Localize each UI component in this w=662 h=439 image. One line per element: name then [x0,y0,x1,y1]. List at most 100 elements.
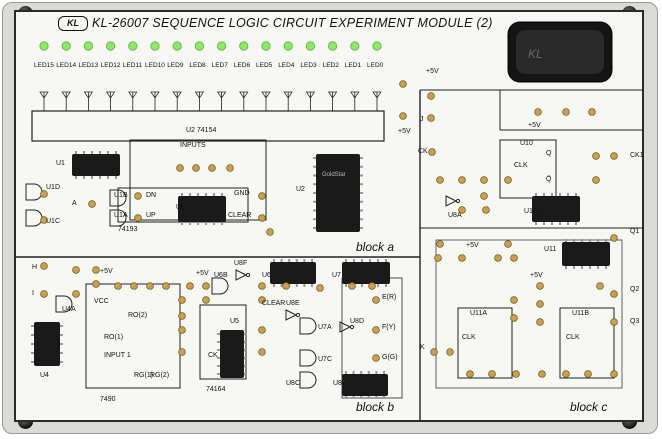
test-pin[interactable] [258,296,266,304]
test-pin[interactable] [258,282,266,290]
test-pin[interactable] [202,296,210,304]
test-pin[interactable] [282,282,290,290]
test-pin[interactable] [588,108,596,116]
k-label: K [420,344,425,351]
test-pin[interactable] [162,282,170,290]
test-pin[interactable] [436,176,444,184]
led-led4 [283,41,293,51]
clk-label-u11b: CLK [566,334,580,341]
ic-u8 [342,374,388,396]
test-pin[interactable] [610,370,618,378]
test-pin[interactable] [202,282,210,290]
test-pin[interactable] [510,254,518,262]
test-pin[interactable] [226,164,234,172]
test-pin[interactable] [266,228,274,236]
test-pin[interactable] [466,370,474,378]
test-pin[interactable] [258,192,266,200]
u8a-gate-label: U8A [448,212,462,219]
test-pin[interactable] [536,318,544,326]
test-pin[interactable] [427,114,435,122]
test-pin[interactable] [596,282,604,290]
test-pin[interactable] [178,312,186,320]
test-pin[interactable] [40,290,48,298]
test-pin[interactable] [130,282,138,290]
test-pin[interactable] [72,266,80,274]
test-pin[interactable] [192,164,200,172]
test-pin[interactable] [458,206,466,214]
test-pin[interactable] [446,348,454,356]
test-pin[interactable] [494,254,502,262]
test-pin[interactable] [434,254,442,262]
test-pin[interactable] [114,282,122,290]
test-pin[interactable] [88,200,96,208]
test-pin[interactable] [399,112,407,120]
test-pin[interactable] [610,152,618,160]
test-pin[interactable] [178,348,186,356]
test-pin[interactable] [430,348,438,356]
test-pin[interactable] [40,262,48,270]
test-pin[interactable] [134,192,142,200]
test-pin[interactable] [40,190,48,198]
test-pin[interactable] [504,240,512,248]
test-pin[interactable] [592,176,600,184]
test-pin[interactable] [536,282,544,290]
test-pin[interactable] [186,282,194,290]
test-pin[interactable] [258,326,266,334]
test-pin[interactable] [348,282,356,290]
test-pin[interactable] [610,234,618,242]
test-pin[interactable] [92,266,100,274]
test-pin[interactable] [316,284,324,292]
led-led15 [39,41,49,51]
test-pin[interactable] [610,318,618,326]
test-pin[interactable] [510,314,518,322]
ck1-label: CK1 [630,152,644,159]
test-pin[interactable] [40,216,48,224]
led-led12 [106,41,116,51]
test-pin[interactable] [534,108,542,116]
test-pin[interactable] [146,282,154,290]
test-pin[interactable] [510,296,518,304]
test-pin[interactable] [458,176,466,184]
test-pin[interactable] [427,92,435,100]
test-pin[interactable] [208,164,216,172]
vcc-label-u4: VCC [94,298,109,305]
test-pin[interactable] [428,148,436,156]
test-pin[interactable] [134,214,142,222]
test-pin[interactable] [482,206,490,214]
test-pin[interactable] [592,152,600,160]
test-pin[interactable] [258,348,266,356]
test-pin[interactable] [538,370,546,378]
block-c-label: block c [570,400,608,414]
ro2-label: RO(2) [128,312,148,319]
test-pin[interactable] [178,296,186,304]
test-pin[interactable] [458,254,466,262]
led-label: LED1 [344,62,362,69]
u5-label: U5 [230,318,239,325]
test-pin[interactable] [488,370,496,378]
test-pin[interactable] [399,80,407,88]
u8e-gate-label: U8E [286,300,300,307]
test-pin[interactable] [258,214,266,222]
test-pin[interactable] [480,192,488,200]
test-pin[interactable] [584,370,592,378]
test-pin[interactable] [368,282,376,290]
test-pin[interactable] [562,108,570,116]
led-label: LED2 [322,62,339,69]
ck-label: CK [418,148,428,155]
test-pin[interactable] [372,354,380,362]
test-pin[interactable] [512,370,520,378]
test-pin[interactable] [436,240,444,248]
test-pin[interactable] [610,290,618,298]
test-pin[interactable] [562,370,570,378]
test-pin[interactable] [72,290,80,298]
test-pin[interactable] [480,176,488,184]
block-b-label: block b [356,400,395,414]
test-pin[interactable] [504,176,512,184]
test-pin[interactable] [176,164,184,172]
test-pin[interactable] [178,326,186,334]
test-pin[interactable] [92,280,100,288]
test-pin[interactable] [372,326,380,334]
test-pin[interactable] [372,296,380,304]
test-pin[interactable] [536,300,544,308]
a-label: A [72,200,77,207]
